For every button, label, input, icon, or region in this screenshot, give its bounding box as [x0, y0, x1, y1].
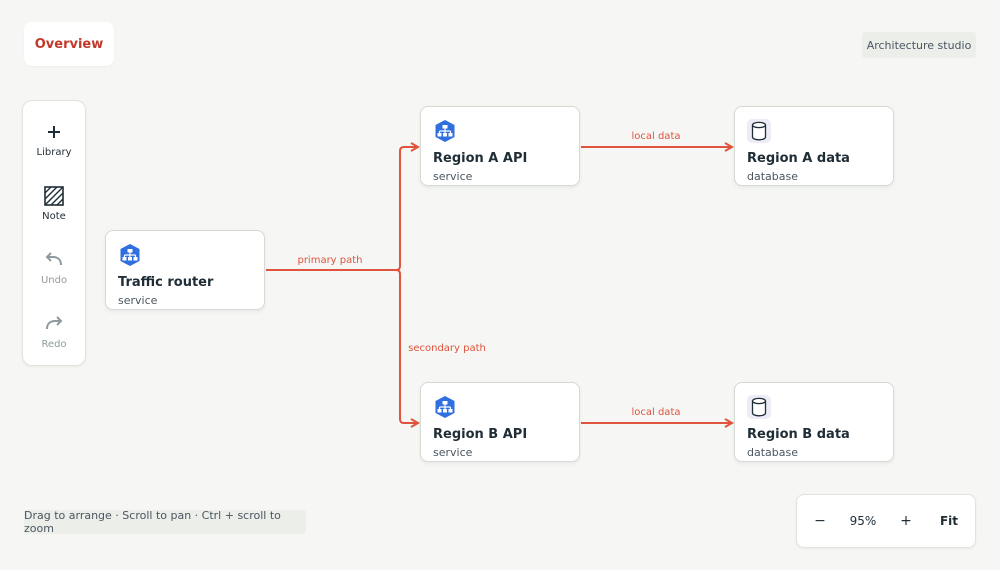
node-title: Traffic router	[118, 275, 214, 290]
service-icon	[435, 396, 455, 418]
node-title: Region A API	[433, 151, 528, 166]
edge-label-local-b: local data	[631, 407, 680, 418]
database-icon	[747, 395, 771, 419]
app-title-badge: Architecture studio	[862, 32, 976, 58]
note-button[interactable]: Note	[23, 183, 85, 233]
node-region-b-api[interactable]: Region B API service	[420, 382, 580, 462]
fit-button[interactable]: Fit	[939, 514, 959, 528]
node-title: Region A data	[747, 151, 850, 166]
node-type: database	[747, 446, 798, 459]
node-title: Region B API	[433, 427, 528, 442]
note-hatch-icon	[44, 183, 64, 209]
edge-primary-path[interactable]	[266, 147, 418, 271]
undo-icon	[44, 247, 64, 273]
node-type: database	[747, 170, 798, 183]
note-label: Note	[42, 211, 66, 222]
zoom-out-button[interactable]: −	[814, 513, 826, 529]
canvas-hint: Drag to arrange · Scroll to pan · Ctrl +…	[24, 509, 306, 535]
edge-label-primary: primary path	[297, 255, 362, 266]
zoom-controls: − 95% + Fit	[796, 494, 976, 548]
zoom-in-button[interactable]: +	[900, 513, 912, 529]
library-button[interactable]: Library	[23, 119, 85, 169]
redo-icon	[44, 311, 64, 337]
tool-palette: Library Note Undo Redo	[22, 100, 86, 366]
plus-icon	[47, 119, 61, 145]
node-type: service	[433, 170, 473, 183]
node-type: service	[118, 294, 158, 307]
service-icon	[120, 244, 140, 266]
node-traffic-router[interactable]: Traffic router service	[105, 230, 265, 310]
edge-label-local-a: local data	[631, 131, 680, 142]
redo-label: Redo	[41, 339, 67, 350]
zoom-level: 95%	[849, 514, 877, 528]
undo-button[interactable]: Undo	[23, 247, 85, 297]
edge-label-secondary: secondary path	[408, 343, 486, 354]
node-type: service	[433, 446, 473, 459]
node-region-a-data[interactable]: Region A data database	[734, 106, 894, 186]
overview-button[interactable]: Overview	[24, 22, 114, 66]
edge-secondary-path[interactable]	[266, 269, 418, 423]
node-region-a-api[interactable]: Region A API service	[420, 106, 580, 186]
service-icon	[435, 120, 455, 142]
library-label: Library	[36, 147, 72, 158]
node-region-b-data[interactable]: Region B data database	[734, 382, 894, 462]
redo-button[interactable]: Redo	[23, 311, 85, 361]
node-title: Region B data	[747, 427, 850, 442]
undo-label: Undo	[40, 275, 68, 286]
database-icon	[747, 119, 771, 143]
